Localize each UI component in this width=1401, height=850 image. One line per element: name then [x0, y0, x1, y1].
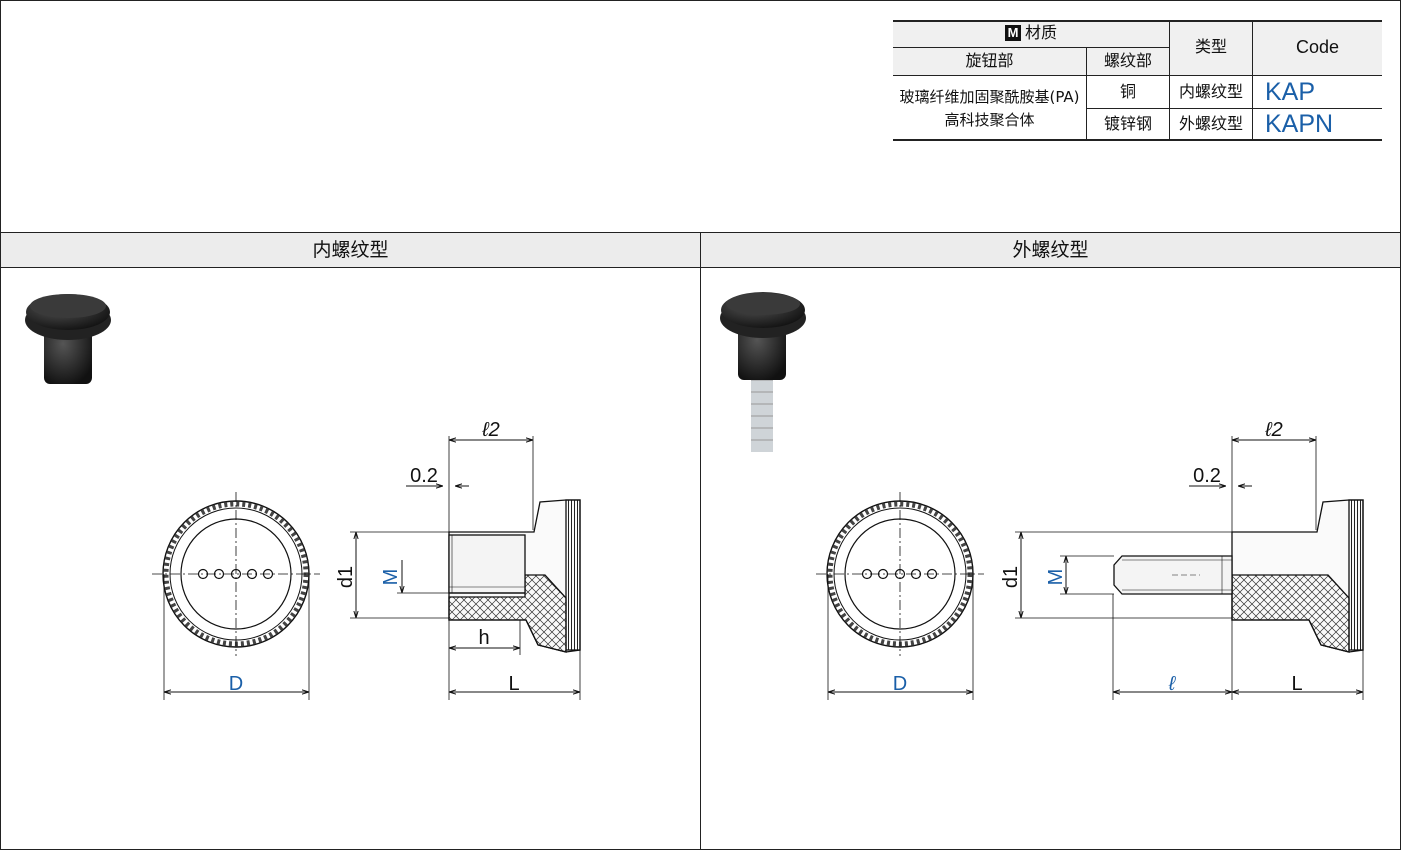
knob-photo-internal	[25, 294, 111, 384]
dim-l2-external: ℓ2	[1264, 419, 1283, 441]
dim-h-internal: h	[478, 627, 489, 649]
material-badge-icon: M	[1004, 25, 1021, 41]
knob-material-line2: 高科技聚合体	[944, 111, 1035, 129]
dim-m-internal: M	[380, 569, 402, 586]
dim-ell-external: ℓ	[1168, 673, 1177, 695]
front-view-external	[816, 492, 984, 700]
dim-d1-internal: d1	[335, 566, 357, 588]
dim-m-external: M	[1045, 569, 1067, 586]
code-row1[interactable]: KAP	[1265, 78, 1316, 106]
side-view-internal	[448, 499, 581, 653]
external-thread-title: 外螺纹型	[1012, 239, 1089, 261]
section-divider	[700, 232, 701, 849]
thread-header: 螺纹部	[1103, 51, 1152, 70]
dim-d-external: D	[893, 673, 907, 695]
knob-material-line1: 玻璃纤维加固聚酰胺基(PA)	[899, 88, 1080, 106]
dim-l2-internal: ℓ2	[481, 419, 500, 441]
side-view-external	[1113, 499, 1364, 653]
code-row2[interactable]: KAPN	[1265, 110, 1334, 138]
type-row1: 内螺纹型	[1178, 82, 1243, 101]
front-view-internal	[152, 492, 320, 700]
internal-thread-title: 内螺纹型	[312, 239, 389, 261]
dim-gap-internal: 0.2	[410, 465, 438, 487]
code-header: Code	[1295, 37, 1340, 57]
thread-material-row1: 铜	[1119, 82, 1136, 101]
dim-l-external: L	[1291, 673, 1302, 695]
dim-l-internal: L	[508, 673, 519, 695]
dim-d1-external: d1	[1000, 566, 1022, 588]
type-row2: 外螺纹型	[1178, 114, 1243, 133]
type-header: 类型	[1194, 37, 1227, 56]
dim-gap-external: 0.2	[1193, 465, 1221, 487]
knob-header: 旋钮部	[965, 51, 1014, 70]
dim-d-internal: D	[229, 673, 243, 695]
thread-material-row2: 镀锌钢	[1103, 114, 1152, 133]
knob-photo-external	[720, 292, 806, 452]
